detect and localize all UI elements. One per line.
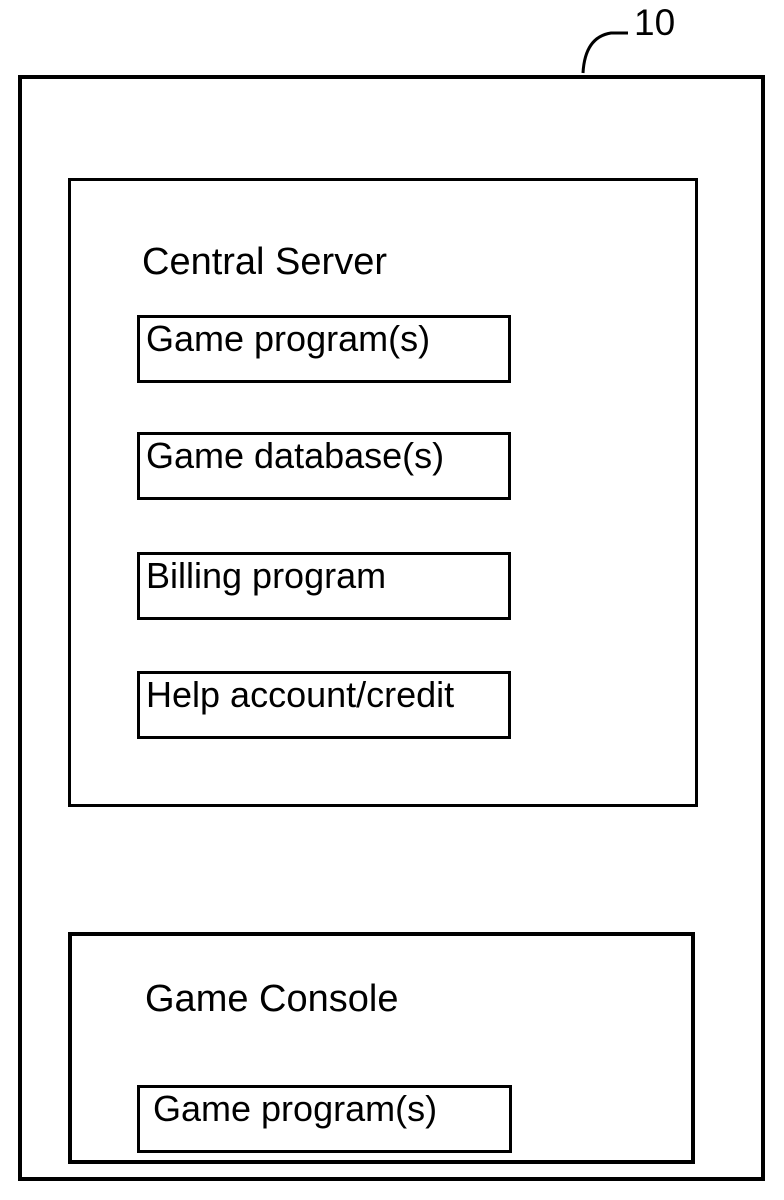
component-label: Game database(s) [146, 435, 445, 476]
component-label: Game program(s) [146, 318, 431, 359]
central-server-title: Central Server [142, 241, 387, 283]
game-console-title: Game Console [145, 978, 399, 1020]
component-box-billing-program: Billing program [137, 552, 511, 620]
component-label: Help account/credit [146, 674, 455, 715]
leader-line-10 [581, 31, 628, 74]
component-box-game-programs-server: Game program(s) [137, 315, 511, 383]
component-box-game-programs-console: Game program(s) [137, 1085, 512, 1153]
ref-label-10: 10 [634, 2, 676, 43]
component-box-game-databases: Game database(s) [137, 432, 511, 500]
component-label: Game program(s) [153, 1088, 438, 1129]
component-box-help-account-credit: Help account/credit [137, 671, 511, 739]
component-label: Billing program [146, 555, 387, 596]
